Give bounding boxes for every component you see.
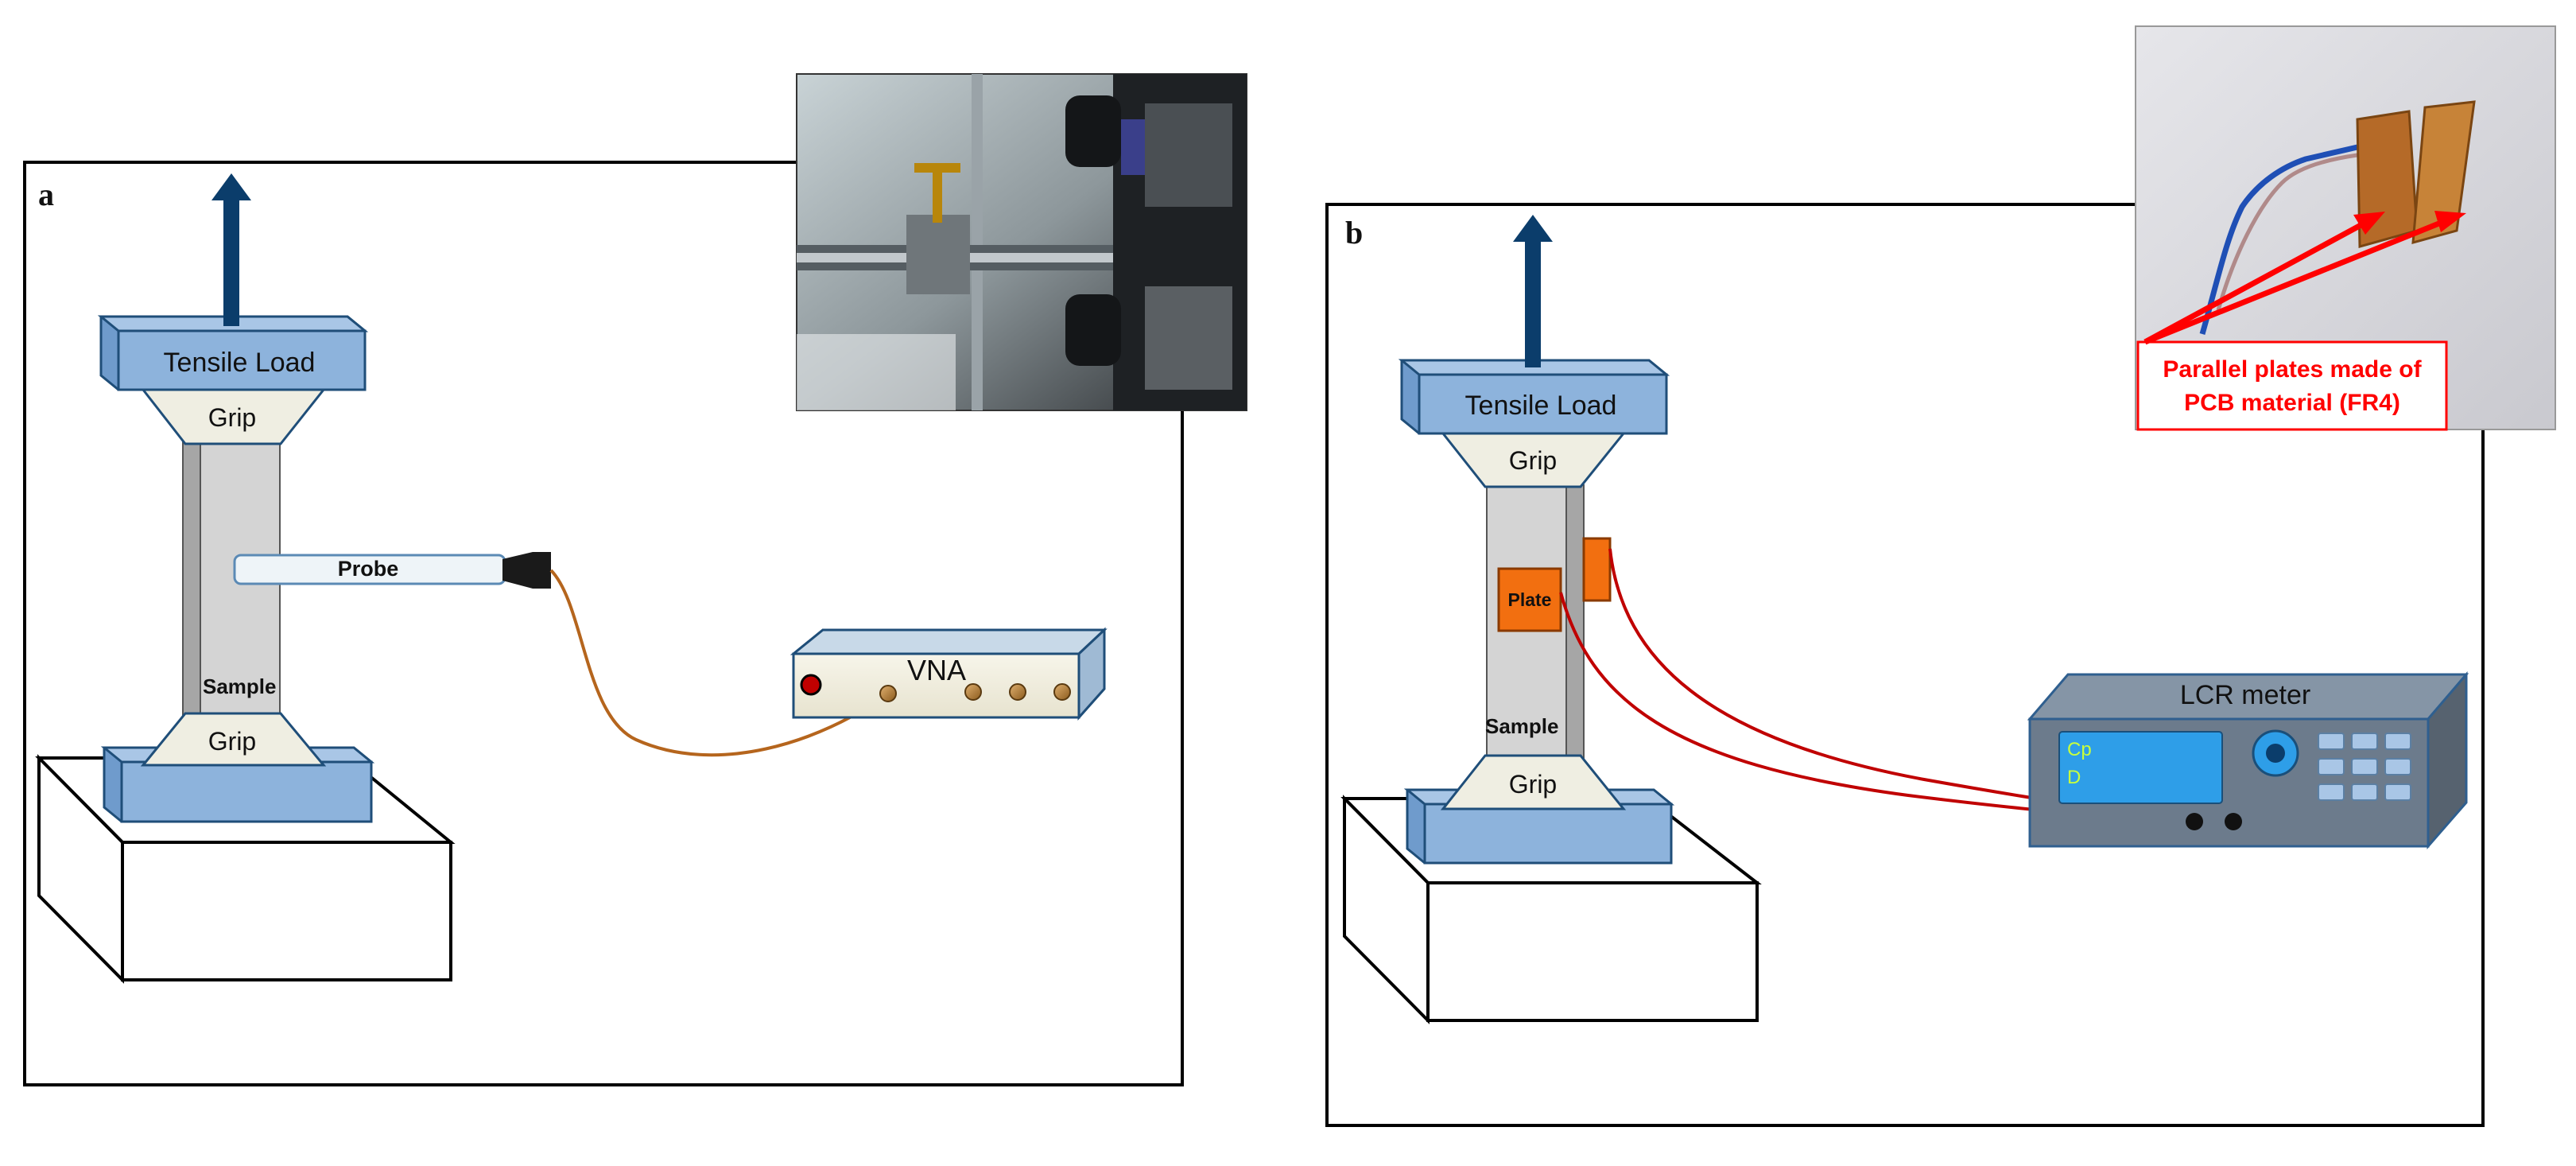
photo-inset-a (796, 73, 1247, 411)
bottom-grip-a: Grip (140, 712, 327, 767)
vna-instrument: VNA (789, 627, 1108, 721)
vna-label: VNA (907, 654, 966, 686)
top-grip-b: Grip (1440, 432, 1627, 488)
tensile-load-label-b: Tensile Load (1465, 391, 1617, 421)
top-grip-a: Grip (140, 388, 327, 445)
top-grip-label-a: Grip (208, 403, 256, 432)
lcr-screen (2058, 731, 2223, 804)
panel-a-letter: a (38, 177, 54, 212)
bottom-grip-label-a: Grip (208, 727, 256, 756)
panel-b-frame (1325, 203, 2485, 1127)
panel-b-letter: b (1345, 215, 1363, 251)
screen-line-1: Cp (2067, 739, 2092, 760)
callout-line-1: Parallel plates made of (2163, 356, 2422, 383)
lcr-keypad (2318, 733, 2411, 801)
probe-a: Probe (233, 552, 551, 589)
probe-cable-a (549, 569, 890, 757)
lcr-terminal-2 (2225, 813, 2242, 830)
callout-box: Parallel plates made of PCB material (FR… (2136, 340, 2448, 431)
probe-label-a: Probe (338, 557, 399, 581)
screen-line-2: D (2067, 767, 2081, 788)
callout-arrows (2143, 211, 2466, 345)
panel-a-frame (23, 161, 1184, 1086)
lcr-meter-label: LCR meter (2180, 680, 2310, 710)
tensile-load-label-a: Tensile Load (164, 348, 316, 378)
panel-a: a (23, 73, 1247, 1086)
plate-front: Plate (1497, 567, 1562, 632)
sample-label-a: Sample (203, 674, 277, 698)
vna-port-4 (1053, 683, 1071, 701)
lcr-terminal-1 (2186, 813, 2203, 830)
load-arrow-a (211, 173, 251, 326)
sample-label-b: Sample (1485, 714, 1559, 738)
top-grip-label-b: Grip (1509, 446, 1557, 475)
panel-b: b Parallel plates made of PCB material (… (1325, 25, 2556, 1127)
vna-power-led (800, 674, 822, 696)
callout-line-2: PCB material (FR4) (2184, 390, 2400, 416)
plate-label: Plate (1508, 589, 1552, 610)
vna-port-1 (879, 685, 897, 702)
vna-port-2 (964, 683, 982, 701)
lcr-meter: LCR meter Cp D (2027, 670, 2469, 849)
vna-port-3 (1009, 683, 1026, 701)
plate-back (1582, 537, 1612, 602)
bottom-grip-label-b: Grip (1509, 770, 1557, 799)
bottom-grip-b: Grip (1440, 754, 1627, 810)
load-arrow-b (1513, 215, 1553, 367)
tensile-load-block-b (1398, 359, 1670, 435)
